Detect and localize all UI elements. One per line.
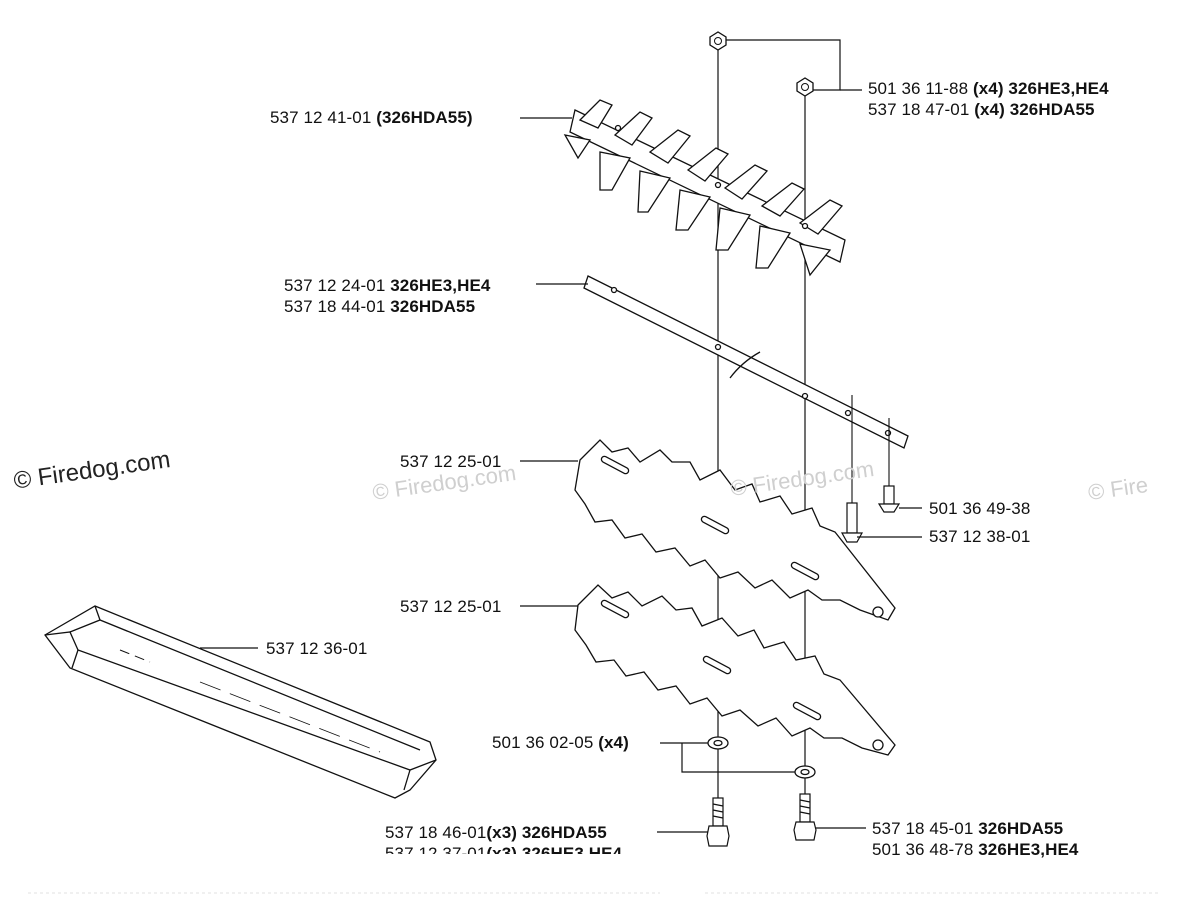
nut-top-right <box>796 77 814 97</box>
label-model: 326HE3,HE4 <box>978 840 1079 859</box>
label-guard: 537 12 36-01 <box>266 639 368 658</box>
label-code: 537 12 37-01 <box>385 844 487 854</box>
blade-guard <box>44 605 437 799</box>
upper-blade <box>563 99 846 277</box>
washer-left <box>707 736 729 750</box>
label-code: 537 12 41-01 <box>270 108 372 127</box>
label-code: 537 18 46-01 <box>385 823 487 842</box>
label-model: (x4) 326HE3,HE4 <box>972 79 1109 98</box>
label-model: 326HE3,HE4 <box>390 276 491 295</box>
label-code: 501 36 11-88 <box>868 79 969 98</box>
label-blade-b: 537 12 25-01 <box>400 597 502 616</box>
label-code: 501 36 48-78 <box>872 840 974 859</box>
label-guide-bar-1: 537 12 24-01 326HE3,HE4 <box>284 276 490 296</box>
label-screw-b: 537 12 38-01 <box>929 527 1031 546</box>
label-bolts-right-2: 501 36 48-78 326HE3,HE4 <box>872 840 1078 860</box>
washer-right <box>794 765 816 779</box>
label-code: 537 18 44-01 <box>284 297 386 316</box>
nut-top-left <box>709 31 727 51</box>
label-model: (326HDA55) <box>376 108 473 127</box>
label-guide-bar-2: 537 18 44-01 326HDA55 <box>284 297 475 317</box>
label-model: (x4) <box>598 733 629 752</box>
cutter-blade-a <box>574 439 896 621</box>
label-bolts-left-2: 537 12 37-01(x3) 326HE3,HE4 <box>385 844 622 854</box>
guide-bar <box>583 275 909 449</box>
bolt-left <box>706 797 730 847</box>
leader-nuts <box>726 39 841 91</box>
label-code: 537 18 45-01 <box>872 819 974 838</box>
label-model: (x3) 326HDA55 <box>486 823 607 842</box>
label-nuts-1: 501 36 11-88 (x4) 326HE3,HE4 <box>868 79 1109 99</box>
bolt-right <box>793 793 817 841</box>
label-nuts-2: 537 18 47-01 (x4) 326HDA55 <box>868 100 1095 120</box>
screw-short <box>877 485 901 513</box>
label-bolts-left-1: 537 18 46-01(x3) 326HDA55 <box>385 823 607 843</box>
screw-long <box>840 502 864 543</box>
label-model: 326HDA55 <box>390 297 476 316</box>
label-model: (x4) 326HDA55 <box>974 100 1095 119</box>
label-bolts-right-1: 537 18 45-01 326HDA55 <box>872 819 1063 839</box>
label-code: 537 18 47-01 <box>868 100 970 119</box>
label-screw-a: 501 36 49-38 <box>929 499 1031 518</box>
label-model: 326HDA55 <box>978 819 1064 838</box>
cutter-blade-b <box>574 584 896 756</box>
label-code: 501 36 02-05 <box>492 733 594 752</box>
label-model: (x3) 326HE3,HE4 <box>486 844 623 854</box>
label-code: 537 12 24-01 <box>284 276 386 295</box>
label-washers: 501 36 02-05 (x4) <box>492 733 629 753</box>
label-blade-a: 537 12 25-01 <box>400 452 502 471</box>
label-upper-blade: 537 12 41-01 (326HDA55) <box>270 108 473 128</box>
